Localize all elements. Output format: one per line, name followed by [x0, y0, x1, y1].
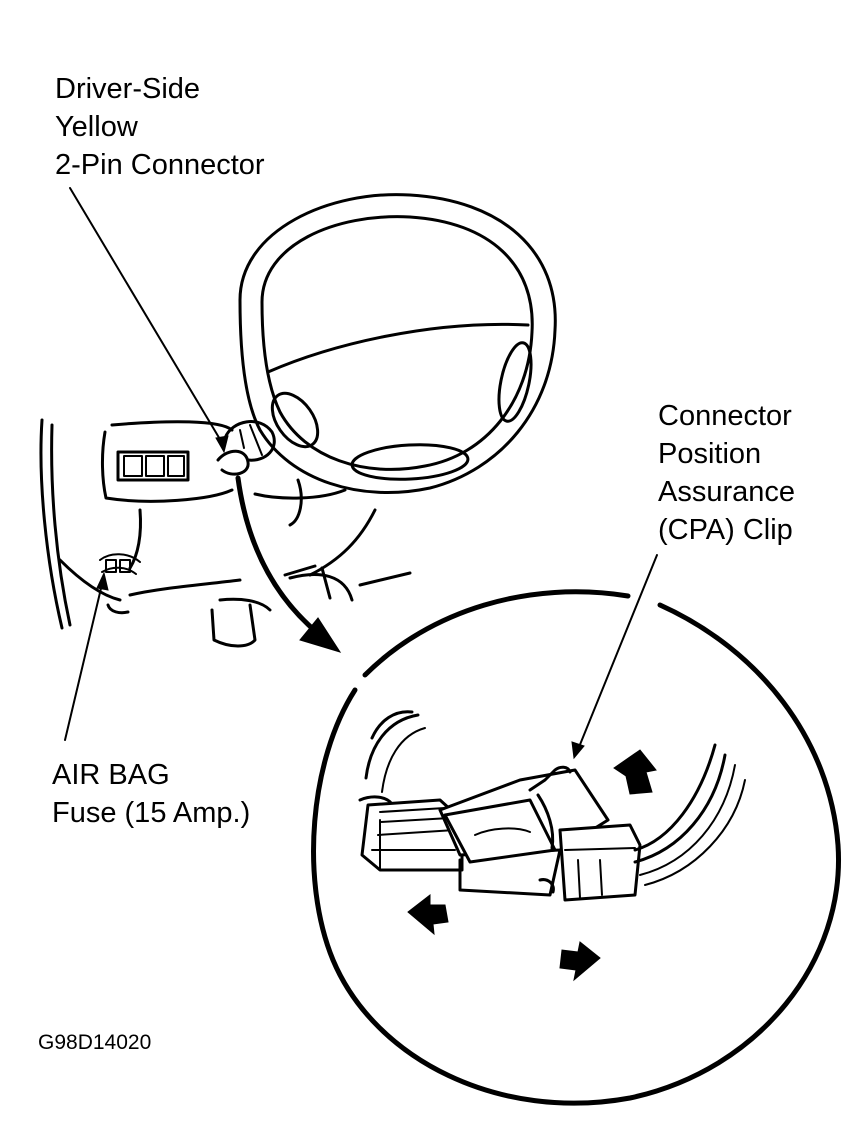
driver-connector-label: Driver-Side Yellow 2-Pin Connector	[55, 70, 265, 184]
driver-connector-label-line: Yellow	[55, 111, 138, 143]
arrow-left-icon	[407, 893, 449, 936]
cpa-clip-label-line: Connector	[658, 400, 792, 432]
leader-lines	[64, 187, 658, 760]
instrument-panel	[100, 420, 234, 503]
driver-connector-label-line: Driver-Side	[55, 73, 201, 105]
door-edge	[39, 418, 142, 630]
arrow-up-right-icon	[613, 749, 657, 795]
wire-harness-left	[358, 710, 426, 806]
figure-code: G98D14020	[38, 1031, 152, 1054]
direction-arrows	[407, 749, 657, 982]
cpa-clip-label: Connector Position Assurance (CPA) Clip	[658, 397, 795, 549]
fuse-block	[99, 553, 412, 648]
callout-arrow	[235, 475, 342, 653]
arrow-right-icon	[559, 941, 601, 982]
driver-connector-label-line: 2-Pin Connector	[55, 149, 265, 181]
steering-column	[216, 420, 377, 577]
steering-wheel	[238, 193, 557, 527]
cpa-clip-label-line: Assurance	[658, 476, 796, 508]
connector-left-half	[360, 798, 464, 872]
airbag-fuse-label: AIR BAG Fuse (15 Amp.)	[52, 756, 250, 832]
magnified-view	[311, 589, 842, 1106]
airbag-fuse-label-line: Fuse (15 Amp.)	[52, 797, 251, 829]
airbag-fuse-label-line: AIR BAG	[52, 759, 170, 791]
cpa-clip-label-line: (CPA) Clip	[658, 514, 793, 546]
connector-right-half	[558, 823, 642, 902]
cpa-clip-label-line: Position	[658, 438, 762, 470]
wire-harness-right	[633, 743, 746, 886]
